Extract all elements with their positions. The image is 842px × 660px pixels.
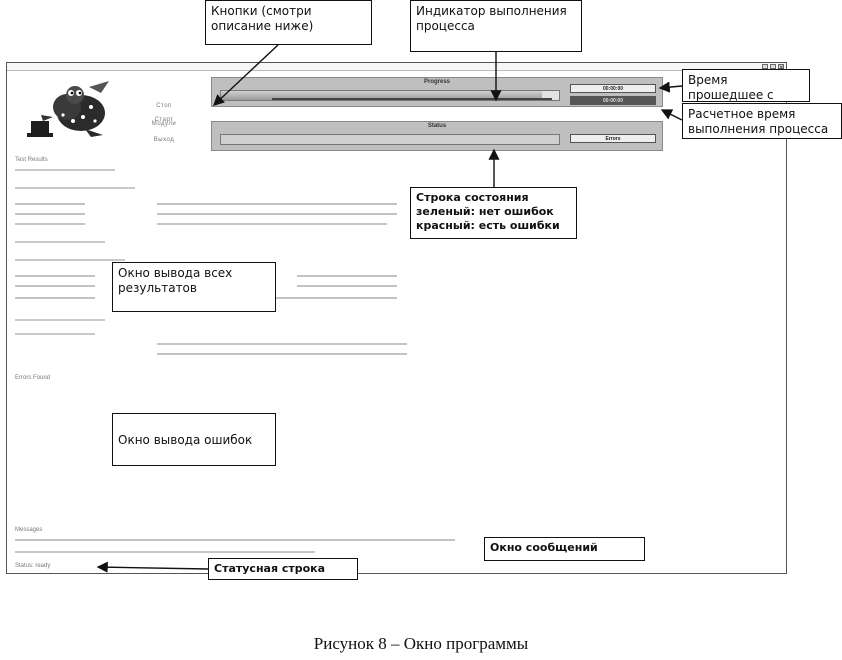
status-line-callout-red: красный: есть ошибки (416, 219, 560, 232)
results-label: Test Results (15, 157, 48, 163)
start-button[interactable]: Старт (154, 117, 174, 123)
results-text-line (15, 223, 85, 225)
window-title-bar: × (7, 63, 786, 72)
results-text-line (197, 297, 397, 299)
results-text-line (15, 285, 95, 287)
results-text-line (15, 169, 115, 171)
results-text-line (15, 319, 105, 321)
results-text-line (15, 187, 135, 189)
message-text-line (15, 539, 455, 541)
maximize-button[interactable] (770, 64, 776, 69)
buttons-callout: Кнопки (смотри описание ниже) (205, 0, 372, 45)
errors-label: Errors Found (15, 375, 51, 381)
results-text-line (297, 285, 397, 287)
status-bar: Status: ready (15, 563, 51, 569)
progress-panel: Progress 00:00:00 00:00:00 (211, 77, 663, 107)
results-text-line (297, 275, 397, 277)
modules-button[interactable]: Модули (151, 121, 177, 127)
results-text-line (157, 353, 407, 355)
figure-caption: Рисунок 8 – Окно программы (313, 634, 529, 653)
estimated-time-box: 00:00:00 (570, 96, 656, 105)
progress-indicator-line (272, 98, 552, 100)
status-panel: Status Errors (211, 121, 663, 151)
results-text-line (157, 223, 387, 225)
statusbar-callout: Статусная строка (208, 558, 358, 580)
errors-window-callout: Окно вывода ошибок (112, 413, 276, 466)
results-text-line (157, 213, 397, 215)
message-text-line (15, 551, 315, 553)
app-logo (27, 81, 109, 137)
results-text-line (15, 333, 95, 335)
results-text-line (15, 275, 95, 277)
progress-panel-title: Progress (423, 79, 450, 85)
status-panel-title: Status (427, 123, 447, 129)
stop-button[interactable]: Стоп (156, 103, 172, 109)
results-window-callout: Окно вывода всех результатов (112, 262, 276, 312)
status-line-bar (220, 134, 560, 145)
elapsed-time-box: 00:00:00 (570, 84, 656, 93)
close-icon: × (779, 63, 784, 72)
messages-window-callout: Окно сообщений (484, 537, 645, 561)
program-window: × Старт Стоп Модули Выход Progress 00:00… (6, 62, 787, 574)
status-line-callout: Строка состояния зеленый: нет ошибок кра… (410, 187, 577, 239)
minimize-button[interactable] (762, 64, 768, 69)
results-text-line (15, 213, 85, 215)
messages-label: Messages (15, 527, 43, 533)
results-text-line (15, 241, 105, 243)
results-text-line (157, 343, 407, 345)
progress-indicator-callout: Индикатор выполнения процесса (410, 0, 582, 52)
close-button[interactable]: × (778, 63, 784, 72)
elapsed-time-callout: Время прошедшее с начала процесса (682, 69, 810, 117)
status-line-callout-green: зеленый: нет ошибок (416, 205, 554, 218)
results-text-line (15, 259, 125, 261)
results-text-line (157, 203, 397, 205)
estimated-time-callout: Расчетное время выполнения процесса (682, 103, 842, 139)
status-errors-box: Errors (570, 134, 656, 143)
exit-button[interactable]: Выход (153, 137, 175, 143)
results-text-line (15, 203, 85, 205)
status-line-callout-title: Строка состояния (416, 191, 529, 204)
progress-bar-fill (221, 91, 543, 100)
results-text-line (15, 297, 95, 299)
